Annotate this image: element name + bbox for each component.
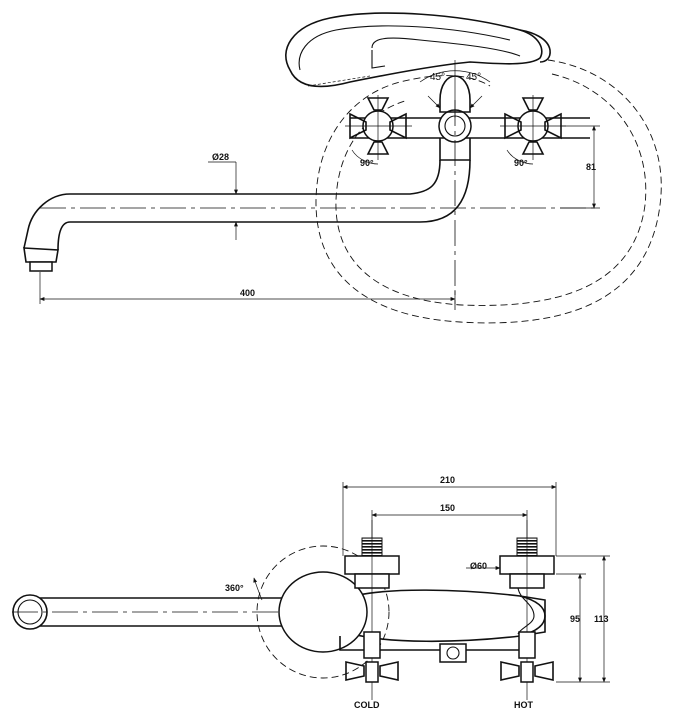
dim-heights: 95 113 [556, 555, 610, 683]
front-view: 360° [12, 475, 610, 710]
dim-spout-length: 400 [39, 272, 456, 304]
shower-hose-inner [335, 73, 647, 306]
swivel-angle-label: 360° [225, 583, 244, 593]
spout-top [23, 100, 600, 310]
height-small-label: 95 [570, 614, 580, 624]
outlet-diameter-label: Ø28 [212, 152, 229, 162]
handle-left-angle-label: 90° [360, 158, 374, 168]
dim-height-offset: 81 [560, 125, 600, 209]
dim-center-distance: 150 [371, 503, 528, 538]
height-offset-label: 81 [586, 162, 596, 172]
cold-connector [344, 520, 400, 700]
height-total-label: 113 [594, 614, 609, 624]
swivel-circle [256, 545, 390, 679]
cold-handle-top [345, 95, 412, 165]
hot-connector [499, 520, 555, 700]
dim-nut-diameter: Ø60 [466, 561, 501, 571]
shower-head [285, 12, 551, 88]
spout-front [12, 594, 300, 630]
hot-label: HOT [514, 700, 534, 710]
handle-right-angle-label: 90° [514, 158, 528, 168]
nut-diameter-label: Ø60 [470, 561, 487, 571]
angle-right-label: 45° [466, 72, 481, 83]
shower-hose-loop [315, 59, 662, 324]
cold-label: COLD [354, 700, 380, 710]
spout-length-label: 400 [240, 288, 255, 298]
dim-overall-width: 210 [342, 475, 557, 556]
overall-width-label: 210 [440, 475, 455, 485]
angle-left-label: 45° [430, 72, 445, 83]
dim-outlet-diameter: Ø28 [208, 152, 238, 240]
top-view: Ø28 81 400 45° 45° 90° 90° [23, 12, 662, 324]
mixer-body-front [278, 571, 546, 663]
hot-handle-top [500, 95, 566, 165]
center-distance-label: 150 [440, 503, 455, 513]
